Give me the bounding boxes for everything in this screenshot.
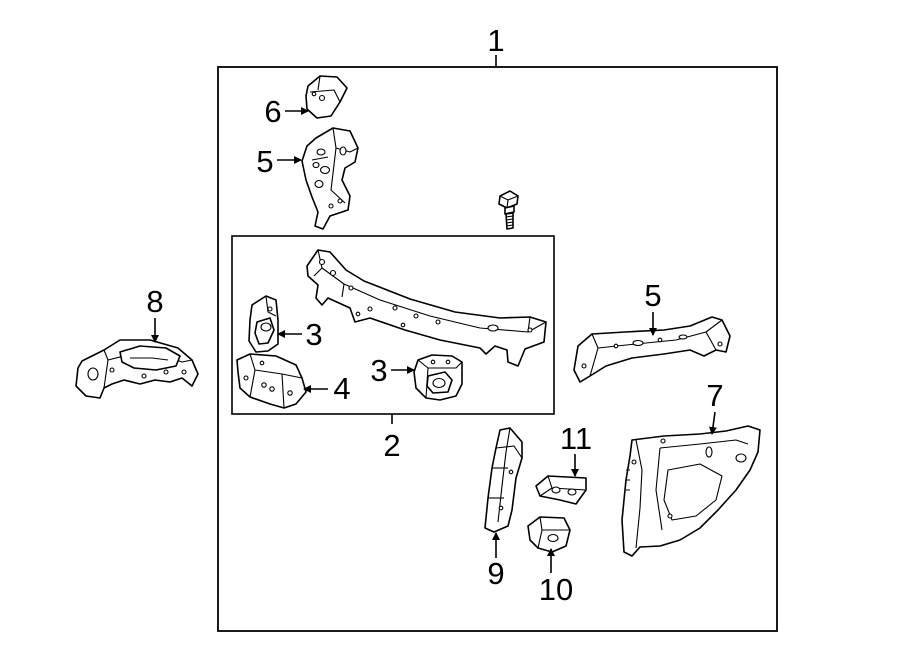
bolt[interactable] xyxy=(498,190,519,230)
callout-4: 4 xyxy=(333,371,350,406)
callout-1: 1 xyxy=(487,23,504,58)
arrow-7 xyxy=(708,411,717,435)
part-2-crossmember[interactable] xyxy=(306,249,547,367)
part-9-reinforcement[interactable] xyxy=(484,427,523,533)
callout-7: 7 xyxy=(706,378,723,413)
callout-3-right: 3 xyxy=(370,353,387,388)
part-5-right-rail[interactable] xyxy=(573,316,731,383)
callout-8: 8 xyxy=(146,284,163,319)
part-8-bracket[interactable] xyxy=(75,339,199,399)
subassembly-box xyxy=(231,235,555,415)
callout-5-right: 5 xyxy=(644,278,661,313)
callout-3-left: 3 xyxy=(305,317,322,352)
part-3-mount-left[interactable] xyxy=(248,295,279,353)
part-4-bracket[interactable] xyxy=(236,353,307,409)
callout-6: 6 xyxy=(264,94,281,129)
part-10-mount[interactable] xyxy=(527,516,571,553)
callout-9: 9 xyxy=(487,556,504,591)
part-11-clip[interactable] xyxy=(535,475,587,505)
part-7-wheelhouse[interactable] xyxy=(621,425,761,557)
part-6-bracket[interactable] xyxy=(305,75,348,119)
callout-10: 10 xyxy=(539,572,573,607)
callout-11: 11 xyxy=(560,421,592,456)
callout-5-left: 5 xyxy=(256,144,273,179)
part-3-mount-right[interactable] xyxy=(413,354,463,401)
callout-2: 2 xyxy=(383,428,400,463)
part-5-left-bracket[interactable] xyxy=(301,127,359,230)
assembly-frame xyxy=(217,66,778,632)
